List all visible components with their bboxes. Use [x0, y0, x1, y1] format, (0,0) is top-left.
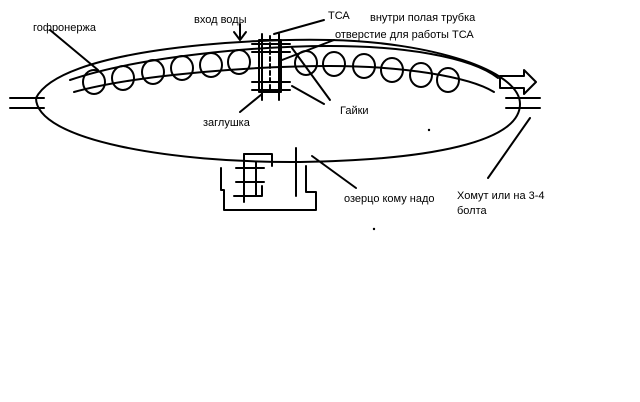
leader-otverstie: [281, 39, 335, 61]
label-homut-line1: Хомут или на 3-4: [457, 190, 545, 202]
hose-ring: [199, 52, 223, 78]
label-homut-line2: болта: [457, 205, 488, 217]
hose-ring: [322, 51, 346, 77]
leader-homut: [487, 117, 531, 179]
hose-ring: [170, 55, 194, 81]
hose-ring: [352, 53, 376, 79]
label-zaglushka: заглушка: [203, 117, 251, 129]
nut-bottom: [251, 81, 291, 91]
left-pipe: [9, 97, 45, 109]
leader-gaiki-bottom: [291, 85, 325, 105]
leader-gofroner: [49, 29, 99, 71]
label-otverstie: отверстие для работы ТСА: [335, 29, 474, 41]
water-inlet-arrow: [233, 23, 247, 41]
outlet-arrow: [499, 69, 537, 95]
hose-ring: [227, 49, 251, 75]
sight-glass-assembly: [220, 147, 317, 211]
right-pipe: [505, 97, 541, 109]
hose-ring: [409, 62, 433, 88]
tsa-fitting: [251, 33, 291, 101]
hose-ring: [111, 65, 135, 91]
leader-zaglushka: [239, 93, 263, 113]
tank-outline: [35, 38, 521, 164]
label-gaiki: Гайки: [340, 105, 369, 117]
label-vnutri: внутри полая трубка: [370, 12, 476, 24]
stray-dot: [427, 128, 431, 132]
hose-ring: [141, 59, 165, 85]
leader-tsa: [273, 19, 325, 35]
nut-top: [251, 43, 291, 53]
hose-ring: [380, 57, 404, 83]
hose-ring: [82, 69, 106, 95]
label-gofroner: гофронержа: [33, 22, 97, 34]
label-vhod-vody: вход воды: [194, 14, 247, 26]
hose-band-upper: [69, 45, 499, 81]
label-tsa: ТСА: [328, 10, 350, 22]
leader-ozertso: [311, 155, 357, 189]
label-ozertso: озерцо кому надо: [344, 193, 435, 205]
leader-gaiki-top: [291, 47, 331, 101]
hose-ring: [436, 67, 460, 93]
stray-dot: [372, 227, 376, 231]
